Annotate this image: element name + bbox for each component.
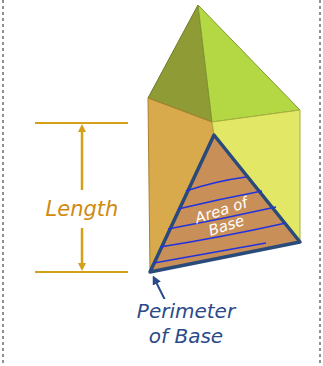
- dimension-line: [35, 271, 128, 273]
- triangle-face: [150, 135, 300, 272]
- perimeter-label: Perimeter of Base: [126, 299, 246, 349]
- length-label: Length: [46, 196, 119, 222]
- dashed-border: [3, 0, 4, 366]
- scribble-stroke: [154, 243, 266, 263]
- scribble-stroke: [186, 177, 246, 191]
- dimension-arrow: [81, 228, 84, 267]
- base-triangle: Area of Base: [146, 131, 304, 276]
- dimension-line: [35, 122, 128, 124]
- prism-face: [198, 5, 300, 122]
- dimension-arrow: [81, 128, 84, 190]
- dashed-border: [320, 0, 321, 366]
